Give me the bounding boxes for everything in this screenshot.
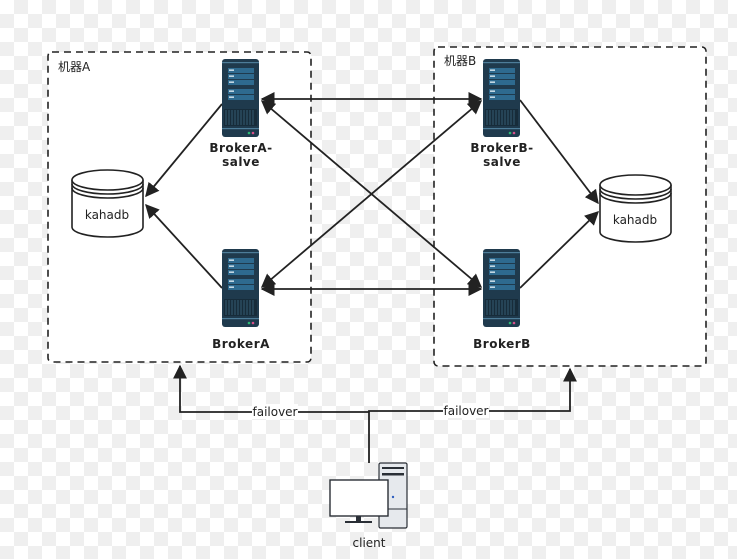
broker-b-slave-label-line1: BrokerB- (470, 141, 533, 155)
server-icon (221, 58, 260, 138)
failover-label-right: failover (443, 404, 488, 418)
broker-a-slave-node: BrokerA- salve (209, 58, 272, 169)
machine-b-label: 机器B (444, 54, 476, 68)
failover-label-right-group: failover (443, 403, 489, 418)
edge-slave-b-brokera (260, 100, 483, 288)
client-node: client (329, 462, 408, 550)
broker-b-slave-label-line2: salve (483, 155, 521, 169)
broker-b-node: BrokerB (473, 248, 531, 351)
failover-label-left: failover (252, 405, 297, 419)
broker-a-node: BrokerA (212, 248, 270, 351)
edge-brokera-slave-to-kahadb-a (145, 103, 223, 198)
server-icon (482, 248, 521, 328)
machine-a-label: 机器A (58, 60, 91, 74)
edge-brokerb-to-kahadb-b (519, 211, 600, 289)
server-icon (482, 58, 521, 138)
kahadb-a-label: kahadb (85, 208, 129, 222)
database-icon (599, 174, 672, 243)
edge-brokera-to-kahadb-a (145, 203, 223, 289)
broker-b-label: BrokerB (473, 337, 531, 351)
server-icon (221, 248, 260, 328)
edge-brokerb-slave-to-kahadb-b (519, 99, 599, 205)
kahadb-b-node: kahadb (599, 174, 672, 243)
kahadb-b-label: kahadb (613, 213, 657, 227)
database-icon (71, 169, 144, 238)
client-label: client (353, 536, 386, 550)
connections (145, 92, 600, 463)
broker-a-label: BrokerA (212, 337, 270, 351)
failover-label-left-group: failover (252, 404, 298, 419)
broker-a-slave-label-line2: salve (222, 155, 260, 169)
kahadb-a-node: kahadb (71, 169, 144, 238)
desktop-computer-icon (329, 462, 408, 529)
broker-b-slave-node: BrokerB- salve (470, 58, 533, 169)
broker-a-slave-label-line1: BrokerA- (209, 141, 272, 155)
